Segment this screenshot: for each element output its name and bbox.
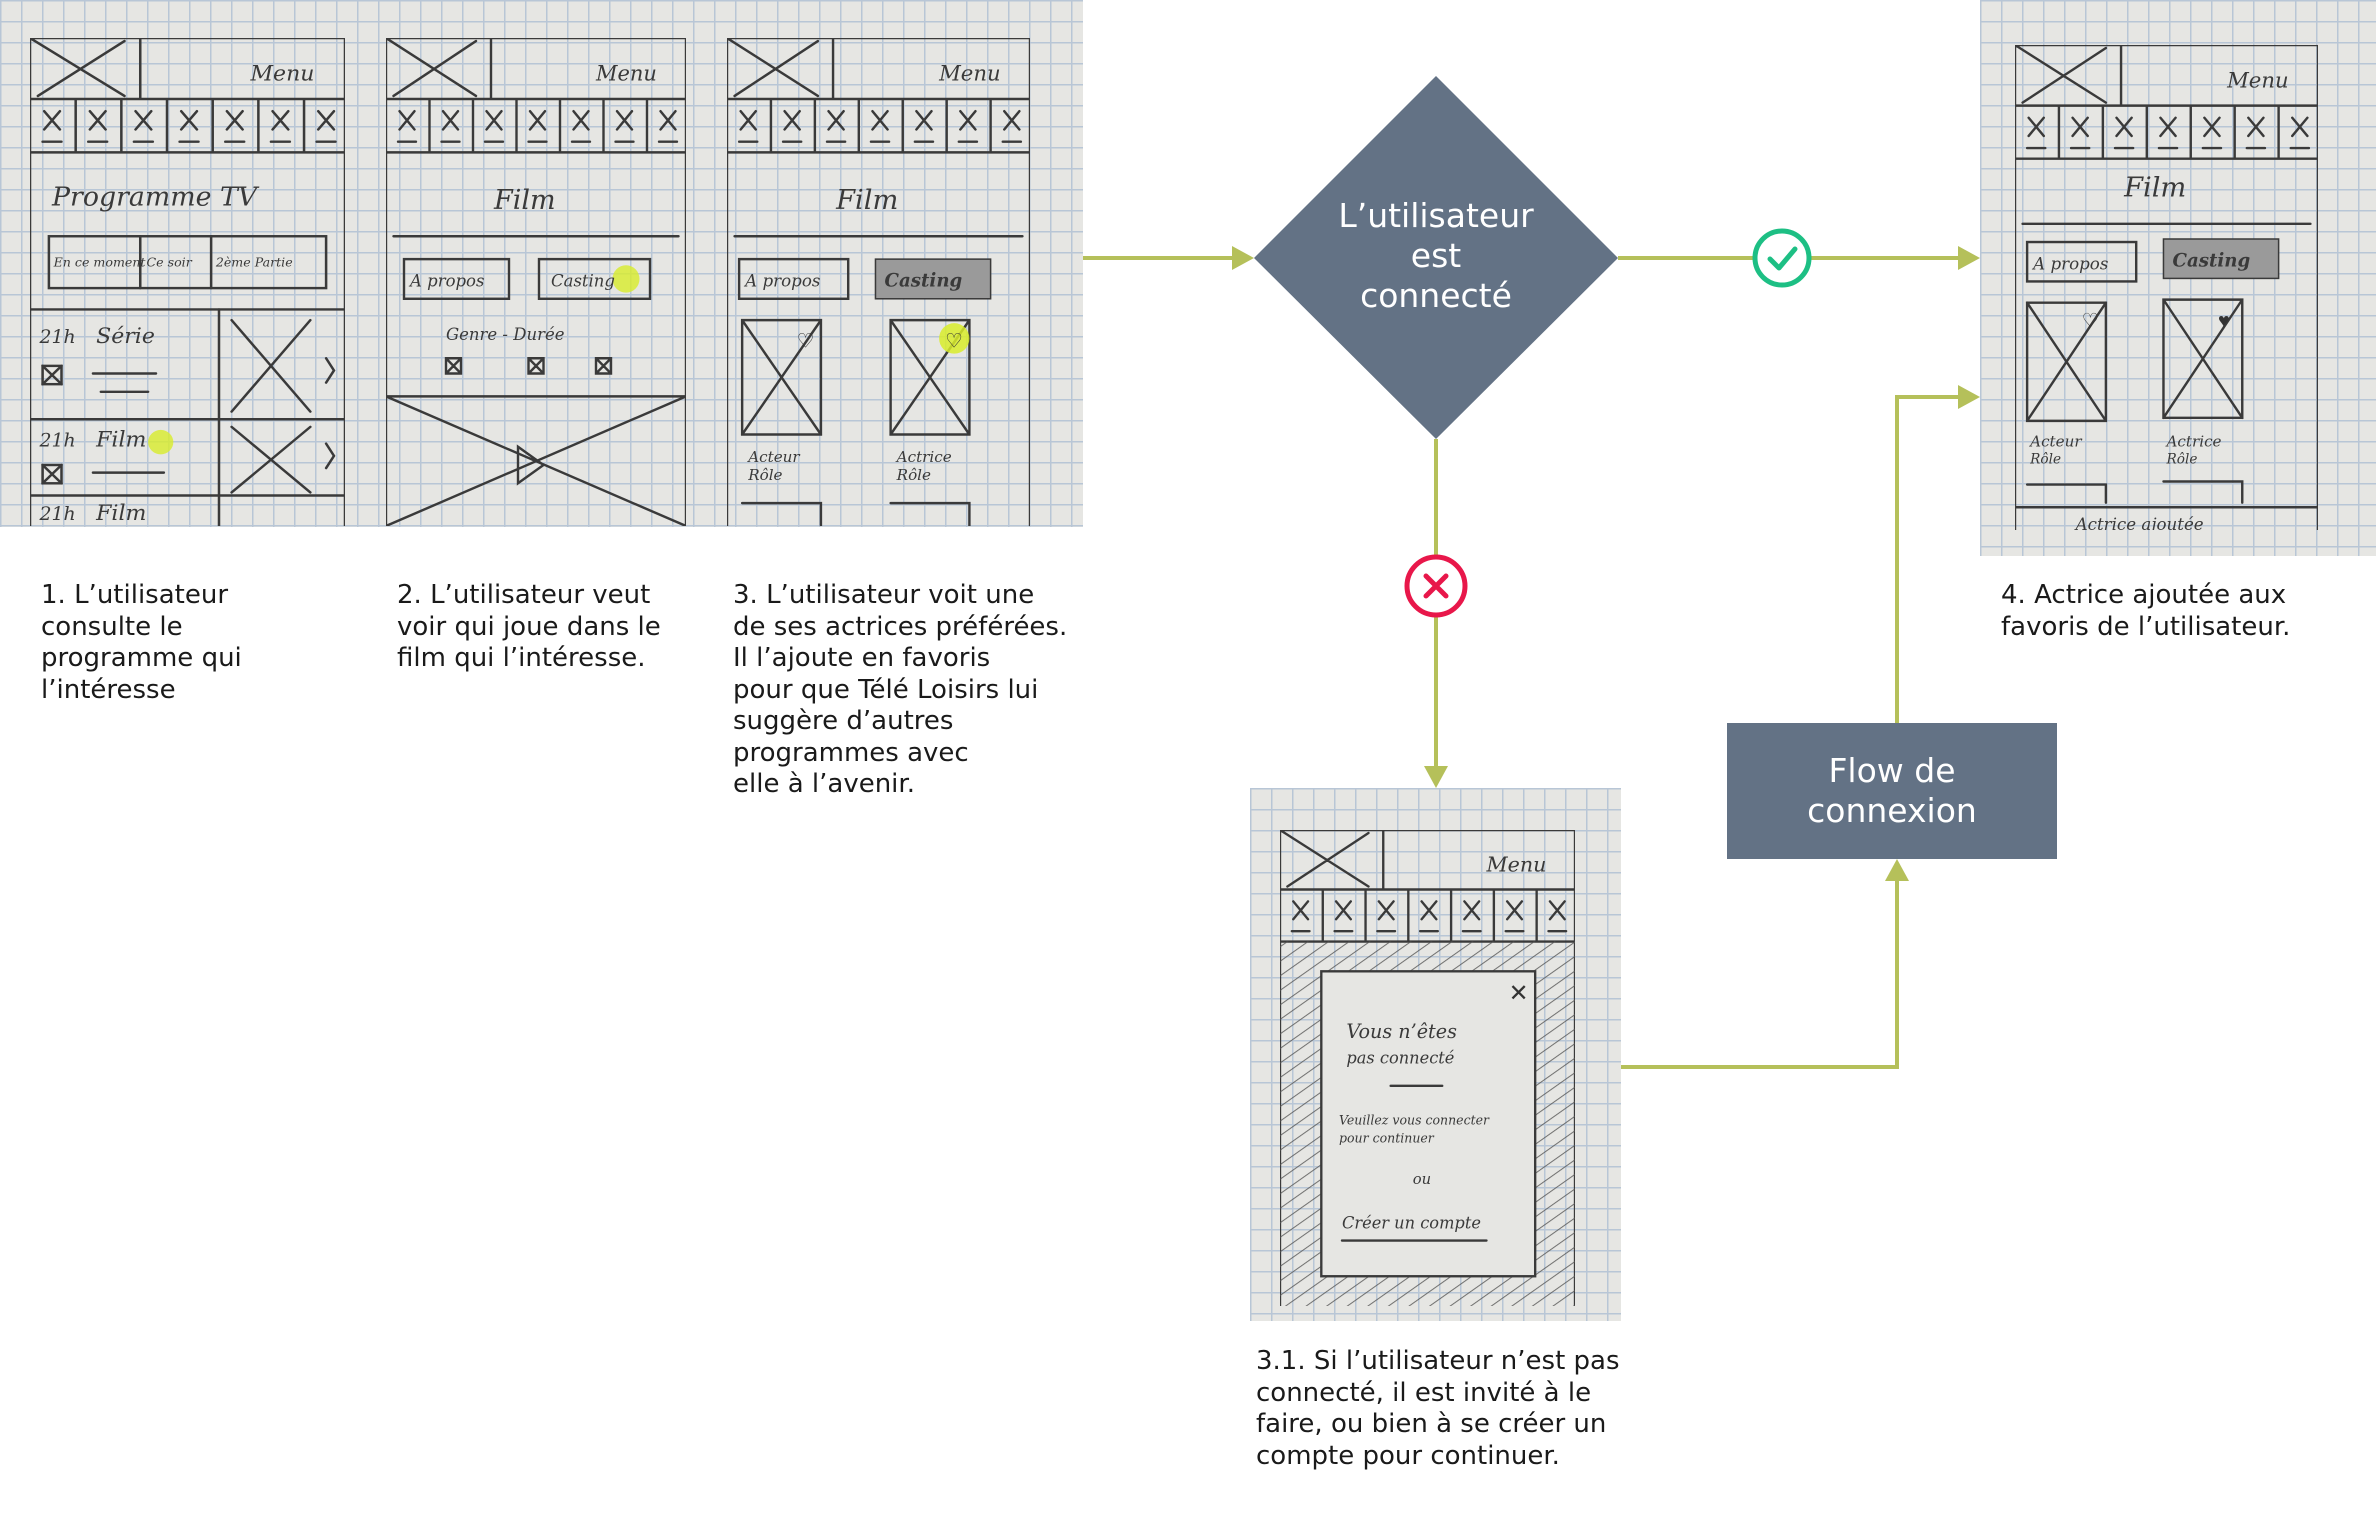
sketch-role-label: Rôle bbox=[2029, 451, 2061, 467]
caption-step-2: 2. L’utilisateur veut voir qui joue dans… bbox=[397, 580, 661, 673]
sketch-genre-duration: Genre - Durée bbox=[446, 325, 565, 344]
sketch-tab-about: A propos bbox=[2031, 254, 2108, 273]
sketch-tab-about: A propos bbox=[743, 271, 821, 291]
sketch-menu-label: Menu bbox=[2226, 68, 2289, 93]
sketch-film-title: Film bbox=[835, 185, 898, 216]
decision-diamond bbox=[1254, 76, 1618, 439]
sketch-actress-label: Actrice bbox=[895, 448, 952, 466]
sketch-photo-step-4: Menu Film A propos Casting ♡ ♥ Acteur Rô… bbox=[1980, 0, 2376, 556]
sketch-modal-text: pour continuer bbox=[1339, 1130, 1435, 1145]
sketch-phone-header: Menu bbox=[1280, 830, 1575, 1306]
heart-outline-icon: ♡ bbox=[2082, 310, 2100, 332]
sketch-film-title: Film bbox=[493, 185, 556, 216]
sketch-role-label: Rôle bbox=[747, 466, 782, 484]
connector-lines bbox=[1083, 256, 1962, 1069]
sketch-header-lines bbox=[386, 38, 686, 526]
sketch-phone-film: Menu Film A propos Casting Genre - Durée bbox=[386, 38, 686, 526]
arrow-to-step31 bbox=[1424, 766, 1448, 788]
sketch-phone-header: Menu bbox=[2015, 45, 2318, 530]
sketch-menu-label: Menu bbox=[1486, 853, 1547, 877]
sketch-modal-title: Vous n’êtes bbox=[1346, 1020, 1457, 1043]
sketch-row: 21h Série bbox=[38, 318, 336, 413]
sketch-phone-favorite-added: Menu Film A propos Casting ♡ ♥ Acteur Rô… bbox=[2015, 45, 2318, 534]
check-circle-icon bbox=[1752, 228, 1812, 288]
sketch-actor-label: Acteur bbox=[746, 448, 801, 466]
arrow-to-step4 bbox=[1958, 246, 1980, 270]
sketch-role-label: Rôle bbox=[2166, 451, 2198, 467]
sketch-modal-text: Veuillez vous connecter bbox=[1339, 1112, 1490, 1127]
sketch-menu-label: Menu bbox=[938, 62, 1001, 87]
sketch-row: 21h Film bbox=[38, 425, 336, 494]
sketch-row: 21h Film bbox=[38, 501, 146, 526]
caption-step-4: 4. Actrice ajoutée aux favoris de l’util… bbox=[2001, 580, 2291, 642]
svg-text:21h: 21h bbox=[38, 327, 75, 348]
heart-filled-icon: ♥ bbox=[2218, 310, 2230, 332]
sketch-role-label: Rôle bbox=[896, 466, 931, 484]
sketch-photo-step-3-1: Menu ✕ Vous n’êtes pas connecté Veuillez… bbox=[1250, 788, 1621, 1321]
sketch-header-lines bbox=[2015, 45, 2318, 530]
sketch-film-title: Film bbox=[2123, 173, 2186, 204]
x-circle-icon bbox=[1404, 554, 1468, 618]
sketch-phone-casting: Menu Film A propos Casting ♡ ♡ Acteur Rô… bbox=[727, 38, 1030, 526]
svg-text:Film: Film bbox=[95, 428, 146, 453]
arrowheads bbox=[1232, 246, 1980, 881]
sketch-photo-steps-1-3: Menu Programme TV En ce moment Ce soir 2… bbox=[0, 0, 1083, 527]
caption-step-3: 3. L’utilisateur voit une de ses actrice… bbox=[733, 580, 1068, 799]
decision-label: L’utilisateur est connecté bbox=[1338, 196, 1534, 315]
arrow-to-decision bbox=[1232, 246, 1254, 270]
sketch-phone-header: Menu bbox=[30, 38, 345, 526]
sketch-header-lines bbox=[30, 38, 345, 526]
sketch-header-lines bbox=[1280, 830, 1575, 1306]
heart-outline-icon: ♡ bbox=[945, 331, 963, 353]
sketch-added-note: Actrice ajoutée bbox=[2074, 515, 2204, 534]
sketch-actress-label: Actrice bbox=[2165, 433, 2222, 451]
sketch-modal-title: pas connecté bbox=[1346, 1048, 1454, 1067]
caption-step-1: 1. L’utilisateur consulte le programme q… bbox=[41, 580, 242, 705]
sketch-phone-login-modal: Menu ✕ Vous n’êtes pas connecté Veuillez… bbox=[1280, 830, 1575, 1306]
flow-connexion-box bbox=[1727, 723, 2057, 859]
arrow-to-flow bbox=[1885, 859, 1909, 881]
flow-connexion-label: Flow de connexion bbox=[1807, 751, 1977, 830]
caption-step-3-1: 3.1. Si l’utilisateur n’est pas connecté… bbox=[1256, 1346, 1620, 1471]
sketch-phone-header: Menu bbox=[386, 38, 686, 526]
sketch-actor-label: Acteur bbox=[2028, 433, 2082, 451]
sketch-modal-or: ou bbox=[1413, 1171, 1431, 1188]
sketch-phone-programme: Menu Programme TV En ce moment Ce soir 2… bbox=[30, 38, 345, 526]
svg-text:21h: 21h bbox=[38, 431, 75, 452]
sketch-modal bbox=[1320, 970, 1537, 1278]
sketch-programme-title: Programme TV bbox=[51, 183, 260, 213]
sketch-menu-label: Menu bbox=[595, 61, 657, 86]
sketch-create-account-link: Créer un compte bbox=[1342, 1214, 1481, 1233]
svg-text:Série: Série bbox=[96, 324, 155, 349]
close-icon: ✕ bbox=[1509, 981, 1529, 1007]
arrow-flow-to-step4 bbox=[1958, 385, 1980, 409]
sketch-segment: Ce soir bbox=[147, 255, 193, 270]
svg-text:21h: 21h bbox=[38, 504, 75, 525]
sketch-header-lines bbox=[727, 38, 1030, 526]
sketch-tab-casting: Casting bbox=[2173, 250, 2251, 271]
heart-outline-icon: ♡ bbox=[797, 331, 815, 353]
svg-text:Film: Film bbox=[95, 501, 146, 526]
sketch-segment: En ce moment bbox=[53, 255, 146, 270]
sketch-tab-casting: Casting bbox=[885, 271, 963, 292]
sketch-segment: 2ème Partie bbox=[215, 255, 293, 270]
sketch-phone-header: Menu bbox=[727, 38, 1030, 526]
sketch-menu-label: Menu bbox=[249, 62, 314, 87]
sketch-tab-about: A propos bbox=[408, 271, 484, 290]
sketch-tab-casting: Casting bbox=[551, 271, 615, 290]
